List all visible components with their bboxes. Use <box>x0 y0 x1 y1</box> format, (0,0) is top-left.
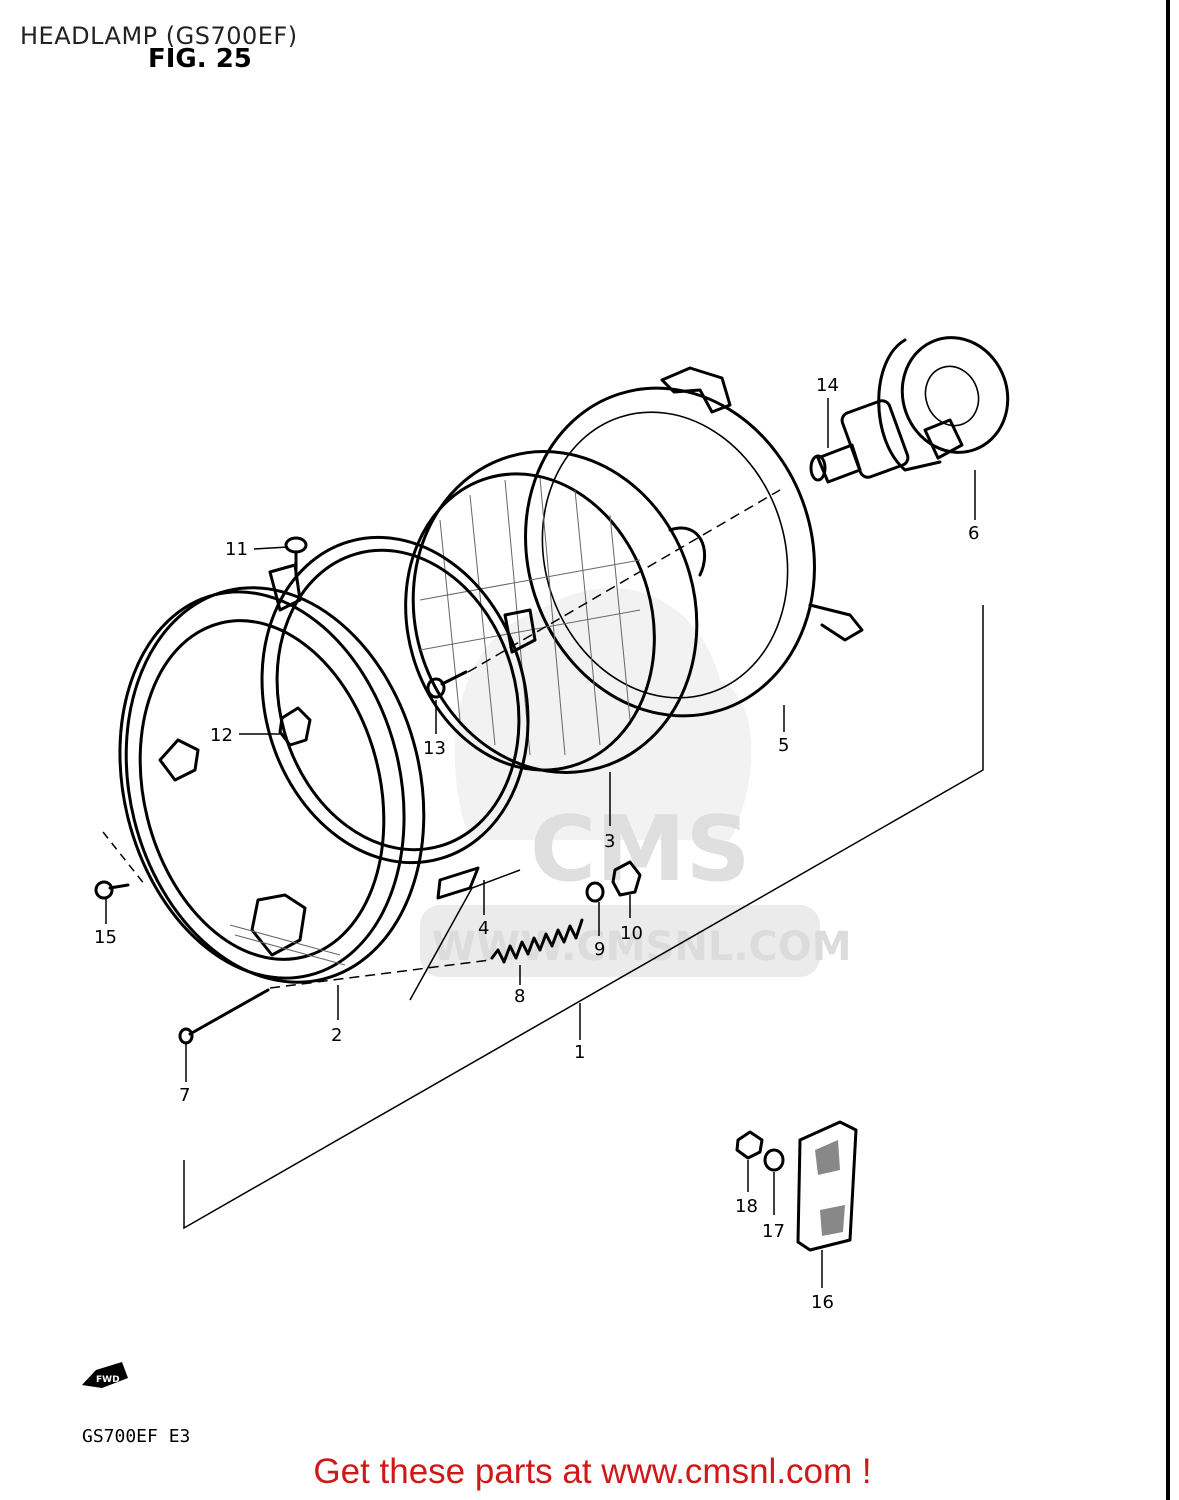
headlamp-rim <box>118 586 426 984</box>
callout-7: 7 <box>179 1085 190 1106</box>
callout-6: 6 <box>968 523 979 544</box>
lens-adjust-screw <box>426 489 781 699</box>
headlamp-lens-unit <box>404 450 706 774</box>
callout-15: 15 <box>94 927 117 948</box>
adjuster-spring <box>490 918 584 964</box>
callout-5: 5 <box>778 735 789 756</box>
model-code: GS700EF E3 <box>82 1426 191 1447</box>
spring-washer <box>585 881 605 903</box>
headlamp-bulb <box>809 399 910 484</box>
callout-16: 16 <box>811 1292 834 1313</box>
headlamp-housing <box>524 366 864 718</box>
callout-9: 9 <box>594 939 605 960</box>
leader-lines <box>105 398 976 1288</box>
callout-8: 8 <box>514 986 525 1007</box>
callout-14: 14 <box>816 375 839 396</box>
reflector-washer <box>763 1148 785 1172</box>
watermark-url: WWW.CMSNL.COM <box>432 924 852 970</box>
callout-1: 1 <box>574 1042 585 1063</box>
callout-17: 17 <box>762 1221 785 1242</box>
reflector-nut <box>735 1130 764 1160</box>
callout-12: 12 <box>210 725 233 746</box>
callout-13: 13 <box>423 738 446 759</box>
diagram-title: HEADLAMP (GS700EF) <box>20 22 298 50</box>
bulb-socket-housing <box>877 336 1010 472</box>
footer-link-container: Get these parts at www.cmsnl.com ! <box>0 1452 1179 1492</box>
callout-3: 3 <box>604 831 615 852</box>
watermark: CMS WWW.CMSNL.COM <box>420 587 852 977</box>
watermark-logo: CMS <box>530 797 750 902</box>
forward-arrow: FWD <box>82 1362 128 1388</box>
rim-screw <box>284 536 308 577</box>
side-reflector <box>796 1120 858 1252</box>
adjuster-bolt <box>178 869 521 1045</box>
adjuster-block-nut <box>611 860 642 897</box>
footer-link[interactable]: Get these parts at www.cmsnl.com ! <box>313 1452 872 1491</box>
callout-18: 18 <box>735 1196 758 1217</box>
adjuster-nut <box>278 706 312 747</box>
rim-fixing-screw <box>94 831 146 900</box>
callout-10: 10 <box>620 923 643 944</box>
callout-11: 11 <box>225 539 248 560</box>
callout-4: 4 <box>478 918 489 939</box>
figure-number: FIG. 25 <box>148 44 252 74</box>
assembly-bracket <box>183 605 984 1230</box>
fwd-label: FWD <box>96 1375 120 1385</box>
callouts: 11 12 13 15 7 2 4 8 9 10 3 5 6 14 1 18 1… <box>94 375 979 1313</box>
callout-2: 2 <box>331 1025 342 1046</box>
